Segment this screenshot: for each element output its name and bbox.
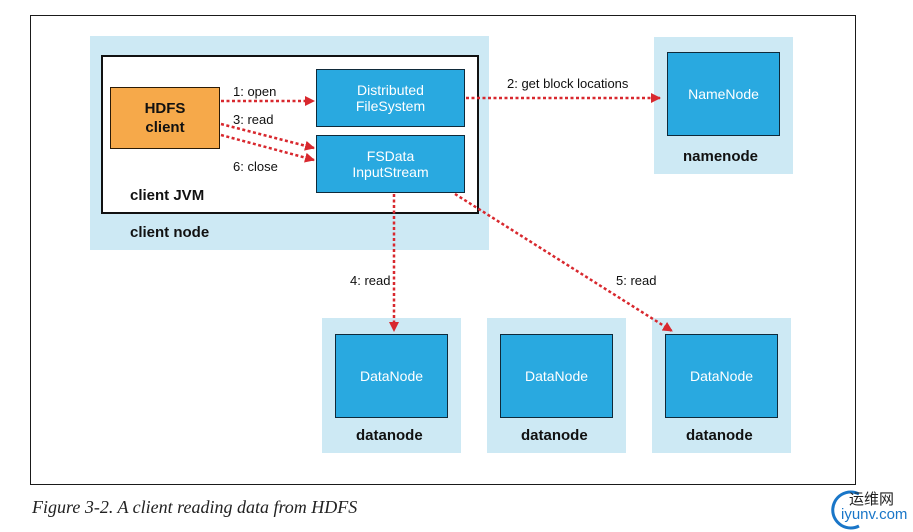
fsdata-inputstream-line1: FSData	[366, 148, 415, 164]
datanode-label: datanode	[686, 427, 753, 444]
figure-caption: Figure 3-2. A client reading data from H…	[32, 497, 358, 517]
read-arrow-datanode-1-label: 4: read	[350, 273, 391, 288]
watermark-domain: iyunv.com	[841, 506, 908, 523]
namenode-label: namenode	[683, 148, 759, 165]
distributed-filesystem-line2: FileSystem	[355, 98, 426, 114]
datanode-box-label: DataNode	[359, 368, 424, 384]
datanode-box-label: DataNode	[524, 368, 589, 384]
datanode-box: DataNode	[335, 334, 448, 418]
diagram-frame	[30, 15, 856, 485]
watermark-chinese: 运维网	[849, 491, 895, 508]
hdfs-client-line2: client	[145, 119, 185, 136]
client-jvm-label: client JVM	[130, 187, 205, 204]
hdfs-client-box: HDFS client	[110, 87, 220, 149]
namenode-box-label: NameNode	[688, 86, 759, 102]
close-arrow-label: 6: close	[233, 159, 278, 174]
get-block-locations-label: 2: get block locations	[507, 76, 629, 91]
fsdata-inputstream-box: FSData InputStream	[316, 135, 465, 193]
read-arrow-datanode-2-label: 5: read	[616, 273, 657, 288]
close-arrow	[220, 133, 315, 163]
hdfs-client-line1: HDFS	[144, 100, 186, 117]
datanode-box-label: DataNode	[689, 368, 754, 384]
datanode-label: datanode	[521, 427, 588, 444]
read-arrow-client	[220, 122, 315, 151]
datanode-box: DataNode	[665, 334, 778, 418]
datanode-label: datanode	[356, 427, 423, 444]
read-arrow-datanode-2	[454, 192, 673, 333]
fsdata-inputstream-line2: InputStream	[352, 164, 429, 180]
namenode-box: NameNode	[667, 52, 780, 136]
client-node-label: client node	[130, 224, 210, 241]
read-arrow-client-label: 3: read	[233, 112, 274, 127]
datanode-box: DataNode	[500, 334, 613, 418]
distributed-filesystem-line1: Distributed	[357, 82, 424, 98]
distributed-filesystem-box: Distributed FileSystem	[316, 69, 465, 127]
watermark-logo-icon	[831, 490, 860, 530]
open-arrow-label: 1: open	[233, 84, 277, 99]
